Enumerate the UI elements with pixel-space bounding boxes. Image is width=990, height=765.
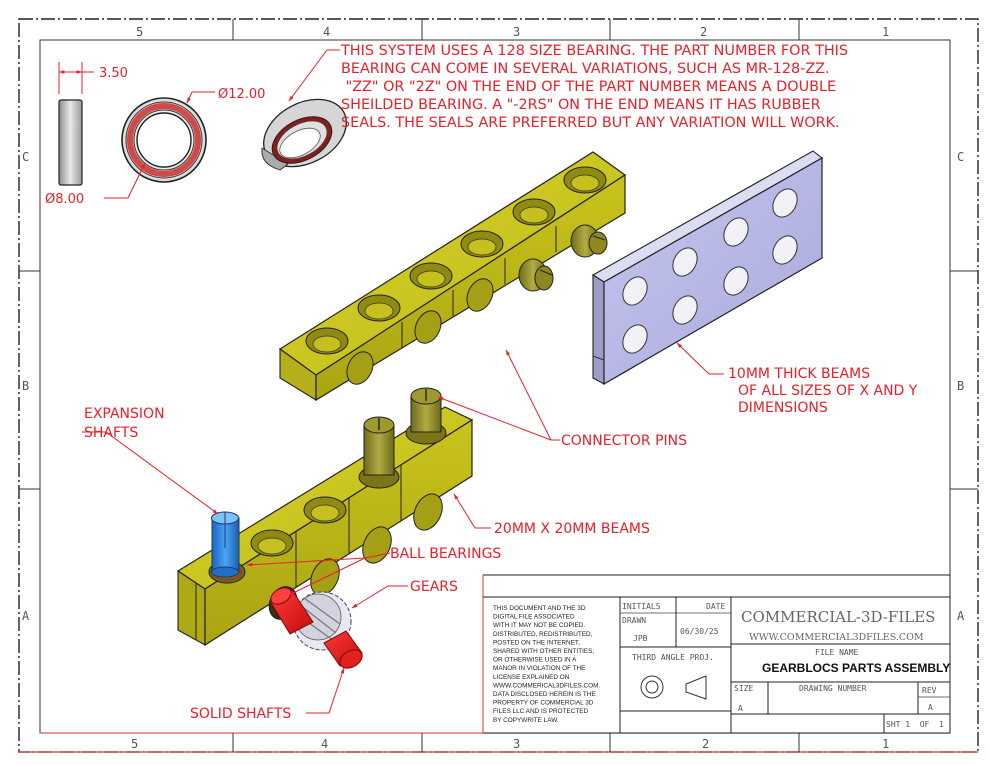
bearing-note-line: THIS SYSTEM USES A 128 SIZE BEARING. THE… <box>340 43 848 59</box>
zone-dividers-top <box>232 19 800 40</box>
thick-beams-label: DIMENSIONS <box>738 400 828 416</box>
legal-notice: THIS DOCUMENT AND THE 3D DIGITAL FILE AS… <box>493 605 600 724</box>
legal-line: DIGITAL FILE ASSOCIATED <box>493 614 575 621</box>
zone-col-label: 5 <box>131 737 138 751</box>
outer-diameter-label: Ø12.00 <box>218 87 265 102</box>
zone-col-label: 2 <box>700 25 707 39</box>
rev-label: REV <box>922 686 937 695</box>
zone-row-label: C <box>957 150 964 164</box>
legal-line: PROPERTY OF COMMERCIAL 3D <box>493 700 594 707</box>
inner-diameter-leader <box>127 162 146 199</box>
thick-beams-label: 10MM THICK BEAMS <box>728 366 870 382</box>
zone-col-label: 5 <box>136 25 143 39</box>
beam-20mm-upper <box>278 151 627 402</box>
legal-line: POSTED ON THE INTERNET, <box>493 639 580 646</box>
zone-col-label: 4 <box>323 25 330 39</box>
bearing-note-line: BEARING CAN COME IN SEVERAL VARIATIONS, … <box>341 61 830 77</box>
zone-col-label: 1 <box>882 25 889 39</box>
callout-leaders <box>82 349 560 714</box>
initials-label: INITIALS <box>622 602 661 611</box>
inner-diameter-label: Ø8.00 <box>45 192 84 207</box>
file-name: GEARBLOCS PARTS ASSEMBLY <box>762 661 950 675</box>
solid-shafts-label: SOLID SHAFTS <box>190 706 291 722</box>
bearing-side-view <box>58 99 83 186</box>
company-name: COMMERCIAL-3D-FILES <box>741 608 935 626</box>
legal-line: THIS DOCUMENT AND THE 3D <box>493 605 586 612</box>
sheet-number: SHT 1 OF 1 <box>886 720 944 729</box>
bearing-note-line: SHEILDED BEARING. A "-2RS" ON THE END ME… <box>341 97 821 113</box>
rev-value: A <box>928 703 933 712</box>
size-label: SIZE <box>734 684 753 693</box>
legal-line: BY COPYWRITE LAW. <box>493 717 559 724</box>
bearing-front-view <box>121 97 207 183</box>
width-dimension-label: 3.50 <box>99 66 128 81</box>
legal-line: WITH IT MAY NOT BE COPIED. <box>493 622 585 629</box>
legal-line: DISTRIBUTED, REDISTRIBUTED, <box>493 631 593 638</box>
expansion-shafts-label: SHAFTS <box>84 425 138 441</box>
outer-diameter-leader <box>186 91 193 104</box>
projection-label: THIRD ANGLE PROJ. <box>632 653 714 662</box>
file-name-label: FILE NAME <box>815 648 859 657</box>
zone-col-label: 3 <box>513 25 520 39</box>
date-label: DATE <box>706 602 725 611</box>
plate-10mm-thick <box>591 150 823 386</box>
bearing-note-line: SEALS. THE SEALS ARE PREFERRED BUT ANY V… <box>341 115 840 131</box>
company-website: WWW.COMMERCIAL3DFILES.COM <box>749 632 924 643</box>
beam-20mm-lower <box>176 406 474 647</box>
expansion-shaft <box>211 511 240 578</box>
bearing-note: THIS SYSTEM USES A 128 SIZE BEARING. THE… <box>340 43 848 131</box>
size-value: A <box>738 704 743 713</box>
thick-beams-label: OF ALL SIZES OF X AND Y <box>738 383 918 399</box>
connector-pin <box>518 258 554 292</box>
width-dimension <box>58 62 94 94</box>
gear <box>292 591 352 651</box>
zone-dividers-sides <box>19 270 978 490</box>
zone-row-label: B <box>957 379 964 393</box>
zone-col-label: 2 <box>702 737 709 751</box>
thick-beams-leader <box>676 342 724 375</box>
zone-row-label: C <box>22 150 29 164</box>
drawing-number-label: DRAWING NUMBER <box>799 684 867 693</box>
legal-line: OR OTHERWISE USED IN A <box>493 657 577 664</box>
zone-col-label: 1 <box>882 737 889 751</box>
zone-col-label: 3 <box>513 737 520 751</box>
bearing-iso-view <box>261 98 347 171</box>
ball-bearings-label: BALL BEARINGS <box>390 546 501 562</box>
connector-pin <box>570 224 608 258</box>
title-block <box>482 574 951 734</box>
zone-row-label: A <box>957 609 965 623</box>
drawn-by: JPB <box>633 634 648 643</box>
solid-shaft <box>269 587 363 669</box>
bearing-note-line: "ZZ" OR "2Z" ON THE END OF THE PART NUMB… <box>341 79 836 95</box>
legal-line: DATA DISCLOSED HEREIN IS THE <box>493 691 596 698</box>
legal-line: MANOR IN VIOLATION OF THE <box>493 665 585 672</box>
legal-line: LICENSE EXPLAINED ON <box>493 674 570 681</box>
expansion-shafts-label: EXPANSION <box>84 406 165 422</box>
connector-pin <box>405 387 447 445</box>
connector-pins-label: CONNECTOR PINS <box>561 433 687 449</box>
legal-line: WWW.COMMERICAL3DFILES.COM. <box>493 682 600 689</box>
legal-line: FILES LLC AND IS PROTECTED <box>493 708 589 715</box>
gears-label: GEARS <box>410 579 458 595</box>
zone-col-label: 4 <box>321 737 328 751</box>
connector-pin <box>358 416 400 489</box>
zone-dividers-bottom <box>232 733 800 752</box>
outer-frame <box>18 18 979 753</box>
third-angle-projection-icon <box>640 675 707 700</box>
drawn-label: DRAWN <box>622 616 646 625</box>
beams-20mm-label: 20MM X 20MM BEAMS <box>494 521 650 537</box>
bearing-note-leader <box>288 49 328 102</box>
legal-line: SHARED WITH OTHER ENTITIES, <box>493 648 594 655</box>
zone-row-label: B <box>22 379 29 393</box>
drawn-date: 06/30/25 <box>680 627 719 636</box>
zone-row-label: A <box>22 609 30 623</box>
